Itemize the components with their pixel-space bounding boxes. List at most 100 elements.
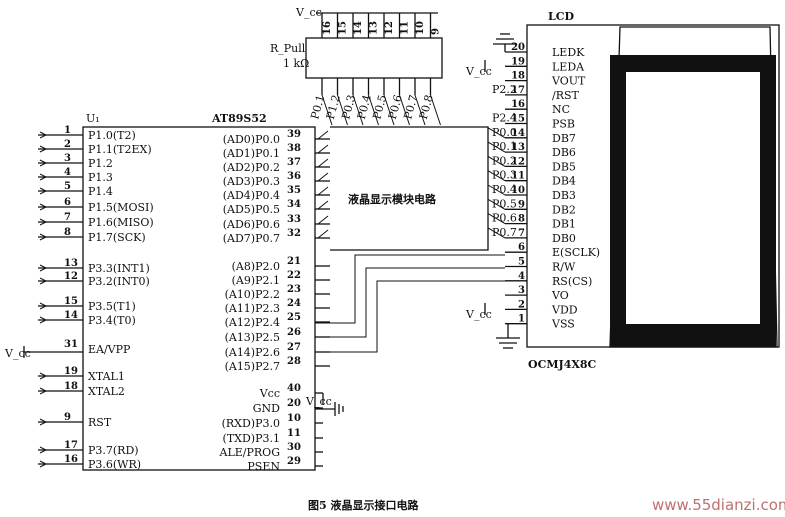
lcd-pin-label: DB4 — [552, 175, 576, 188]
rpull-pin-number: 12 — [384, 21, 395, 35]
mcu-left-pin-number: 17 — [64, 440, 78, 451]
lcd-pin-label: LEDK — [552, 46, 585, 59]
lcd-net-label: P0.6 — [492, 212, 517, 225]
lcd-pin-number: 20 — [511, 42, 525, 53]
lcd-module-bus: 液晶显示模块电路 — [315, 126, 505, 353]
bus-entry — [317, 158, 329, 168]
mcu-right-pin-number: 23 — [287, 284, 301, 295]
mcu-left-pin-number: 15 — [64, 296, 78, 307]
arrow-icon — [39, 418, 48, 426]
mcu-right-pin-label: (TXD)P3.1 — [223, 432, 280, 445]
mcu-right-pin-label: PSEN — [247, 460, 280, 473]
mcu-left-pin-label: P1.6(MISO) — [88, 216, 154, 229]
mcu-right-pin-number: 37 — [287, 157, 301, 168]
mcu-left-pin-number: 9 — [64, 412, 71, 423]
rpull-wire — [368, 94, 379, 126]
rpull-wire — [337, 94, 348, 126]
mcu-right-pin-label: (AD5)P0.5 — [223, 203, 280, 216]
lcd-pin-number: 4 — [518, 271, 525, 282]
arrow-icon — [39, 264, 48, 272]
arrow-icon — [39, 233, 48, 241]
mcu-right-pin-number: 24 — [287, 298, 301, 309]
lcd-pin-label: /RST — [552, 89, 580, 102]
bus-entry — [317, 229, 329, 239]
rpull-value: 1 kΩ — [283, 57, 309, 70]
mcu-right-pin-label: (AD0)P0.0 — [223, 133, 280, 146]
lcd-pin-label: DB5 — [552, 160, 576, 173]
mcu-right-pin-number: 25 — [287, 312, 301, 323]
pullup-net-label: P0.1 — [308, 93, 327, 120]
mcu-left-pin-label: XTAL2 — [88, 385, 125, 398]
mcu-left-pin-number: 12 — [64, 271, 78, 282]
mcu-right-pin-label: (A13)P2.5 — [225, 331, 280, 344]
rpull-pin-number: 13 — [369, 21, 380, 35]
rpull-pin-number: 16 — [322, 21, 333, 35]
mcu-left-pin-number: 19 — [64, 366, 78, 377]
mcu-left-pin-number: 8 — [64, 227, 71, 238]
mcu-left-pin-label: P1.4 — [88, 185, 113, 198]
mcu-left-pin-number: 18 — [64, 381, 78, 392]
mcu-left-pin-label: P1.2 — [88, 157, 113, 170]
bus-entry — [317, 130, 329, 140]
mcu-right-pin-label: (A14)P2.6 — [225, 346, 280, 359]
mcu-right-pin-label: (AD7)P0.7 — [223, 232, 280, 245]
arrow-icon — [39, 446, 48, 454]
bus-entry — [487, 184, 506, 196]
arrow-icon — [39, 203, 48, 211]
lcd-part: OCMJ4X8C — [528, 358, 597, 371]
mcu-left-pin-number: 14 — [64, 310, 78, 321]
lcd-pin-label: RS(CS) — [552, 275, 592, 288]
mcu-right-pin-label: GND — [253, 402, 280, 415]
mcu-left-pin-number: 6 — [64, 197, 71, 208]
lcd-pin-label: VSS — [551, 318, 575, 331]
lcd-pin-number: 15 — [511, 114, 525, 125]
rpull-wire — [321, 94, 333, 126]
mcu-right-pin-number: 39 — [287, 129, 301, 140]
arrow-icon — [39, 145, 48, 153]
pullup-net-label: P0.7 — [401, 93, 420, 120]
mcu-left-pin-number: 4 — [64, 167, 71, 178]
mcu-left-pin-label: P1.5(MOSI) — [88, 201, 154, 214]
mcu-right-pin-number: 29 — [287, 456, 301, 467]
lcd-net-label: P0.1 — [492, 140, 517, 153]
lcd-pin-number: 11 — [511, 171, 525, 182]
arrow-icon — [39, 302, 48, 310]
mcu-left-pin-number: 7 — [64, 212, 71, 223]
arrow-icon — [39, 218, 48, 226]
mcu-left-pin-label: RST — [88, 416, 112, 429]
mcu-right-pin-number: 21 — [287, 256, 301, 267]
lcd-net-label: P2.4 — [492, 112, 517, 125]
bus-entry — [487, 170, 506, 182]
mcu-left-pin-label: XTAL1 — [88, 370, 125, 383]
mcu-right-pin-label: (AD1)P0.1 — [223, 147, 280, 160]
arrow-icon — [39, 372, 48, 380]
lcd-screen-area — [626, 72, 760, 324]
bus-entry — [317, 172, 329, 182]
mcu-body — [82, 126, 316, 471]
mcu-left-pin-number: 3 — [64, 153, 71, 164]
bus-entry — [317, 186, 329, 196]
rpull-pin-number: 14 — [353, 21, 364, 35]
arrow-icon — [39, 187, 48, 195]
mcu-left-pin-label: P1.1(T2EX) — [88, 143, 152, 156]
lcd-pin-number: 17 — [511, 85, 525, 96]
mcu-right-pin-number: 40 — [287, 383, 301, 394]
pullup-net-label: P0.5 — [370, 93, 389, 120]
pullup-net-label: P0.3 — [339, 93, 358, 120]
mcu-right-pin-label: (A12)P2.4 — [225, 316, 280, 329]
lcd-pin-label: DB3 — [552, 189, 576, 202]
rpull-pin-number: 15 — [338, 21, 349, 35]
watermark: www.55dianzi.com — [652, 496, 785, 514]
arrow-icon — [39, 387, 48, 395]
lcd-pin-label: PSB — [552, 118, 575, 131]
lcd-pin-label: DB7 — [552, 132, 576, 145]
mcu-left-pin-label: P3.7(RD) — [88, 444, 139, 457]
mcu-left-pin-label: EA/VPP — [88, 343, 131, 356]
mcu-left-pin-label: P3.2(INT0) — [88, 275, 150, 288]
mcu-right-pin-number: 30 — [287, 442, 301, 453]
lcd-pin-number: 10 — [511, 185, 525, 196]
arrow-icon — [39, 131, 48, 139]
